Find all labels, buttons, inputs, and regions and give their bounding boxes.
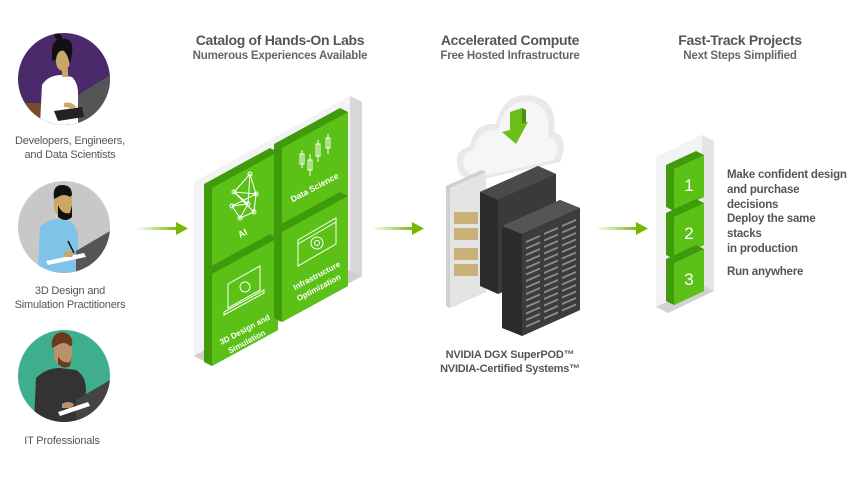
compute-caption-line1: NVIDIA DGX SuperPOD™ (445, 349, 575, 361)
server-slot (526, 319, 540, 328)
neural-network-icon (229, 171, 259, 221)
server-slot (562, 303, 576, 312)
developer-avatar-icon (18, 33, 110, 125)
server-slot (562, 225, 576, 234)
server-slot (562, 245, 576, 253)
compute-heading: Accelerated Compute Free Hosted Infrastr… (400, 32, 620, 63)
step-3-text: Run anywhere (727, 266, 804, 278)
step-1-text: Make confident design and purchase decis… (727, 169, 847, 211)
flow-arrow-3 (596, 222, 648, 235)
projects-heading: Fast-Track Projects Next Steps Simplifie… (640, 32, 840, 63)
server-slot (562, 271, 576, 279)
server-slot (526, 280, 540, 289)
projects-title: Fast-Track Projects (678, 32, 802, 48)
designer-avatar-icon (18, 181, 110, 273)
labs-title: Catalog of Hands-On Labs (195, 32, 365, 48)
server-slot (544, 233, 558, 242)
labs-catalog-panel: AI Data Science 3D Design and Simulation (194, 96, 362, 366)
server-cluster-illustration (446, 95, 580, 336)
compute-caption-line2: NVIDIA-Certified Systems™ (440, 363, 580, 375)
step-1-number: 1 (684, 176, 693, 195)
server-slot (562, 238, 576, 247)
compute-title: Accelerated Compute (440, 32, 580, 48)
server-slot (526, 306, 540, 315)
server-slot (544, 311, 558, 320)
storage-rack (446, 170, 486, 308)
server-slot (526, 300, 540, 308)
gear-window-icon (297, 217, 337, 267)
persona-it-label: IT Professionals (24, 435, 100, 447)
server-slot (526, 261, 540, 269)
server-slot (544, 298, 558, 307)
labs-subtitle: Numerous Experiences Available (192, 50, 368, 62)
server-slot (544, 266, 558, 274)
server-slot (544, 305, 558, 313)
server-slot (526, 274, 540, 282)
step-2-block: 2 (666, 199, 704, 259)
server-slot (544, 292, 558, 300)
cloud-download-icon (456, 95, 564, 182)
lab-tile-3d-design[interactable]: 3D Design and Simulation (204, 234, 278, 366)
server-slot (562, 277, 576, 286)
lab-tile-infrastructure[interactable]: Infrastructure Optimization (274, 192, 348, 322)
compute-caption: NVIDIA DGX SuperPOD™ NVIDIA-Certified Sy… (400, 348, 620, 376)
server-slot (562, 297, 576, 305)
server-slot (526, 235, 540, 243)
server-slot (526, 313, 540, 321)
persona-developers-label: Developers, Engineers, and Data Scientis… (15, 135, 125, 161)
persona-3d-design-label: 3D Design and Simulation Practitioners (14, 285, 126, 311)
candlestick-chart-icon (299, 134, 331, 176)
projects-subtitle: Next Steps Simplified (683, 50, 797, 62)
server-rack-front-row (502, 200, 580, 336)
server-slot (544, 285, 558, 294)
step-2-text: Deploy the same stacks in production (727, 213, 816, 255)
step-2-number: 2 (684, 224, 693, 243)
flow-arrow-1 (136, 222, 188, 235)
lab-tile-ai-label: AI (236, 227, 249, 240)
server-slot (562, 219, 576, 227)
server-slot (562, 264, 576, 273)
labs-heading: Catalog of Hands-On Labs Numerous Experi… (170, 32, 390, 63)
server-slot (562, 290, 576, 299)
server-slot (544, 279, 558, 287)
server-slot (562, 284, 576, 292)
server-slot (562, 232, 576, 240)
server-slot (544, 240, 558, 248)
server-slot (526, 293, 540, 302)
server-slot (544, 253, 558, 261)
compute-subtitle: Free Hosted Infrastructure (440, 50, 580, 62)
server-slot (526, 241, 540, 250)
steps-stack: 1 2 3 (656, 135, 714, 313)
server-slot (526, 254, 540, 263)
server-slot (526, 248, 540, 256)
server-slot (562, 251, 576, 260)
server-slot (544, 227, 558, 235)
design-palette-laptop-icon (223, 265, 265, 316)
flow-arrow-2 (372, 222, 424, 235)
step-3-block: 3 (666, 245, 704, 305)
step-1-block: 1 (666, 151, 704, 211)
server-slot (562, 258, 576, 266)
server-slot (544, 272, 558, 281)
server-slot (526, 287, 540, 295)
it-professional-avatar-icon (18, 330, 110, 422)
step-3-number: 3 (684, 270, 693, 289)
server-slot (544, 246, 558, 255)
server-slot (526, 267, 540, 276)
server-slot (544, 259, 558, 268)
